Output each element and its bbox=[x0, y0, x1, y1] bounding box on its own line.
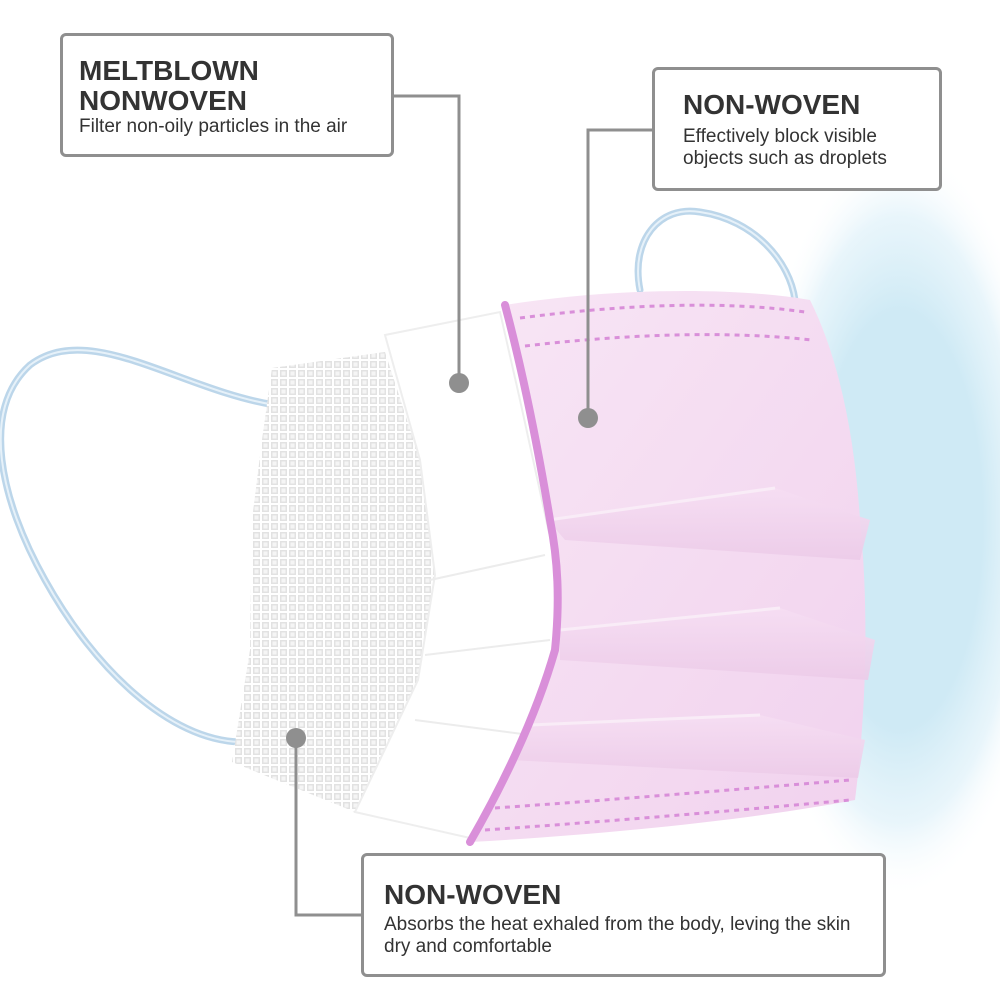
pleat-3 bbox=[510, 715, 865, 778]
stitching-top bbox=[519, 303, 806, 320]
leader-line-top-left bbox=[394, 94, 461, 383]
callout-description: Absorbs the heat exhaled from the body, … bbox=[384, 914, 851, 957]
left-ear-loop bbox=[0, 346, 279, 746]
callout-meltblown-nonwoven: MELTBLOWN NONWOVEN Filter non-oily parti… bbox=[60, 33, 394, 157]
callout-description: Filter non-oily particles in the air bbox=[79, 116, 348, 137]
marker-dot-inner bbox=[286, 728, 306, 748]
callout-outer-non-woven: NON-WOVEN Effectively block visible obje… bbox=[652, 67, 942, 191]
outer-layer-edge bbox=[466, 301, 562, 846]
marker-dot-meltblown bbox=[449, 373, 469, 393]
pleat-1 bbox=[548, 488, 870, 560]
callout-title: NON-WOVEN bbox=[683, 89, 861, 120]
inner-layer bbox=[232, 352, 435, 812]
outer-layer bbox=[470, 290, 866, 842]
marker-dot-outer bbox=[578, 408, 598, 428]
right-ear-loop bbox=[634, 207, 799, 304]
callout-description: Effectively block visible objects such a… bbox=[683, 126, 887, 169]
callout-title: NON-WOVEN bbox=[384, 879, 562, 910]
leader-line-top-right bbox=[586, 128, 652, 418]
pleat-2 bbox=[560, 608, 875, 680]
callout-inner-non-woven: NON-WOVEN Absorbs the heat exhaled from … bbox=[361, 853, 886, 977]
callout-title: MELTBLOWN NONWOVEN bbox=[79, 55, 259, 116]
leader-line-bottom bbox=[294, 738, 361, 917]
